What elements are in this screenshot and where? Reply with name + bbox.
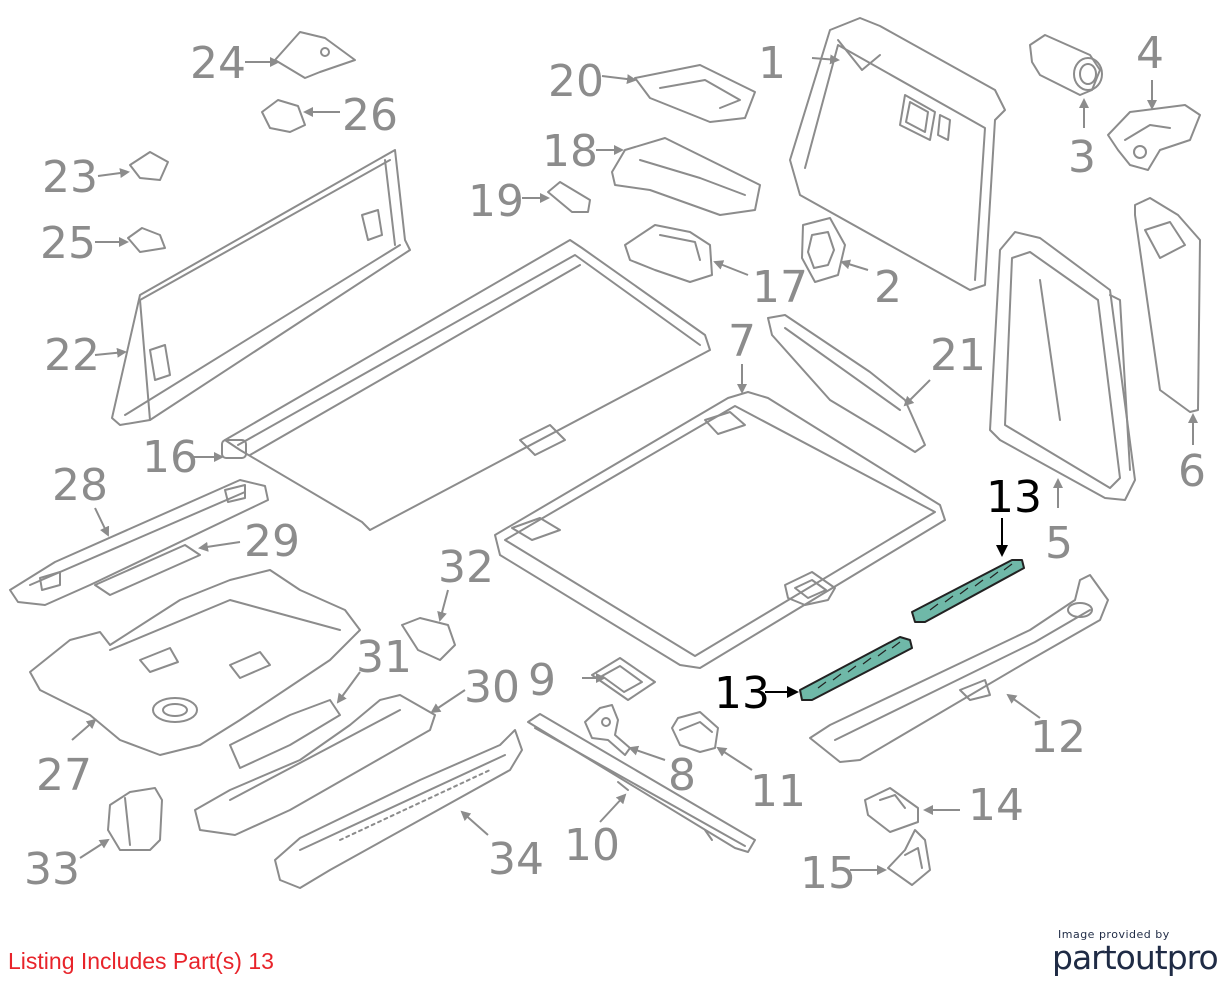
- part-4-hook: [1107, 104, 1201, 171]
- label-29: 29: [244, 516, 300, 567]
- label-34: 34: [488, 834, 544, 885]
- image-credit: Image provided by: [1058, 928, 1170, 941]
- part-16-cargo-cover: [221, 239, 711, 531]
- label-20: 20: [548, 56, 604, 107]
- part-19-clip: [547, 181, 591, 213]
- part-27-floor-tub: [29, 569, 361, 756]
- label-5: 5: [1045, 518, 1073, 569]
- label-21: 21: [930, 330, 986, 381]
- part-12-rear-panel: [809, 574, 1109, 763]
- part-20-tray: [634, 64, 756, 123]
- part-13-piece-upper: [911, 559, 1025, 623]
- listing-note: Listing Includes Part(s) 13: [8, 948, 274, 974]
- part-18-mount: [611, 137, 761, 216]
- part-14-clip: [864, 787, 919, 833]
- part-8-bracket: [584, 704, 631, 756]
- part-17-bracket: [624, 224, 713, 283]
- label-32: 32: [438, 542, 494, 593]
- part-13-piece-lower: [799, 636, 913, 701]
- label-18: 18: [542, 126, 598, 177]
- part-22-partition: [111, 149, 411, 426]
- part-3-power-socket: [1029, 34, 1103, 96]
- label-30: 30: [464, 662, 520, 713]
- label-11: 11: [750, 766, 806, 817]
- part-2-clip: [801, 217, 846, 283]
- label-25: 25: [40, 218, 96, 269]
- part-30-trim: [194, 694, 436, 836]
- part-21-bar: [767, 314, 926, 453]
- label-2: 2: [874, 262, 902, 313]
- brand-logo: Image provided by partoutpro: [1052, 928, 1219, 977]
- label-15: 15: [800, 848, 856, 899]
- part-32-clip: [401, 617, 456, 661]
- label-23: 23: [42, 152, 98, 203]
- label-12: 12: [1030, 712, 1086, 763]
- label-6: 6: [1178, 446, 1206, 497]
- label-8: 8: [668, 750, 696, 801]
- part-1-side-trim-panel: [789, 17, 1006, 291]
- brand-name: partoutpro: [1052, 938, 1219, 977]
- label-27: 27: [36, 750, 92, 801]
- part-11-clip: [671, 711, 719, 753]
- part-5-lower-side-trim: [989, 231, 1136, 501]
- part-6-pillar-trim: [1134, 197, 1201, 413]
- label-4: 4: [1136, 28, 1164, 79]
- label-13-upper: 13: [986, 472, 1042, 523]
- label-13-lower: 13: [714, 668, 770, 719]
- label-10: 10: [564, 820, 620, 871]
- part-7-load-floor: [494, 391, 946, 669]
- label-33: 33: [24, 844, 80, 895]
- label-22: 22: [44, 330, 100, 381]
- part-26-clip: [261, 99, 306, 133]
- part-24-bracket: [274, 31, 356, 79]
- label-16: 16: [142, 432, 198, 483]
- label-3: 3: [1068, 132, 1096, 183]
- part-29-trim: [94, 544, 201, 596]
- label-19: 19: [468, 176, 524, 227]
- label-31: 31: [356, 632, 412, 683]
- label-26: 26: [342, 90, 398, 141]
- label-7: 7: [728, 316, 756, 367]
- label-14: 14: [968, 780, 1024, 831]
- part-34-sill-trim: [274, 729, 523, 889]
- part-31-trim: [229, 699, 341, 769]
- part-28-floor-panel: [9, 479, 269, 606]
- label-24: 24: [190, 38, 246, 89]
- label-17: 17: [752, 262, 808, 313]
- part-10-rail: [527, 713, 756, 853]
- part-33-block: [107, 787, 163, 851]
- label-9: 9: [528, 655, 556, 706]
- label-1: 1: [758, 38, 786, 89]
- part-25-clip: [127, 227, 166, 253]
- part-23-clip: [129, 151, 169, 181]
- part-15-anchor: [887, 829, 931, 886]
- label-28: 28: [52, 460, 108, 511]
- part-13-highlighted: [799, 559, 1025, 701]
- part-9-tray: [591, 657, 656, 701]
